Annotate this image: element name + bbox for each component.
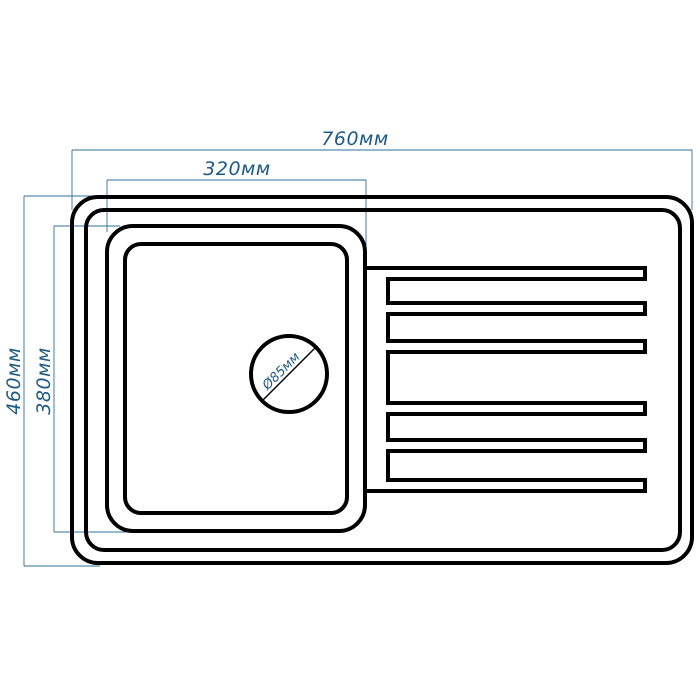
drain-circle xyxy=(249,334,329,414)
dimension-lines xyxy=(23,149,693,567)
overall-depth-label: 460мм xyxy=(3,347,25,414)
sink-outer-rim xyxy=(70,195,694,565)
bowl-inner xyxy=(123,242,349,515)
bowl-outer xyxy=(105,224,367,533)
drainer-board xyxy=(366,266,647,493)
bowl-depth-label: 380мм xyxy=(33,347,55,414)
drain-diameter-line xyxy=(261,346,317,402)
drainer-outline xyxy=(366,266,647,493)
sink-inner-rim xyxy=(84,208,682,552)
bowl-width-label: 320мм xyxy=(203,158,270,180)
drain-diameter-label: Ø85мм xyxy=(259,350,303,394)
overall-width-label: 760мм xyxy=(321,128,388,150)
